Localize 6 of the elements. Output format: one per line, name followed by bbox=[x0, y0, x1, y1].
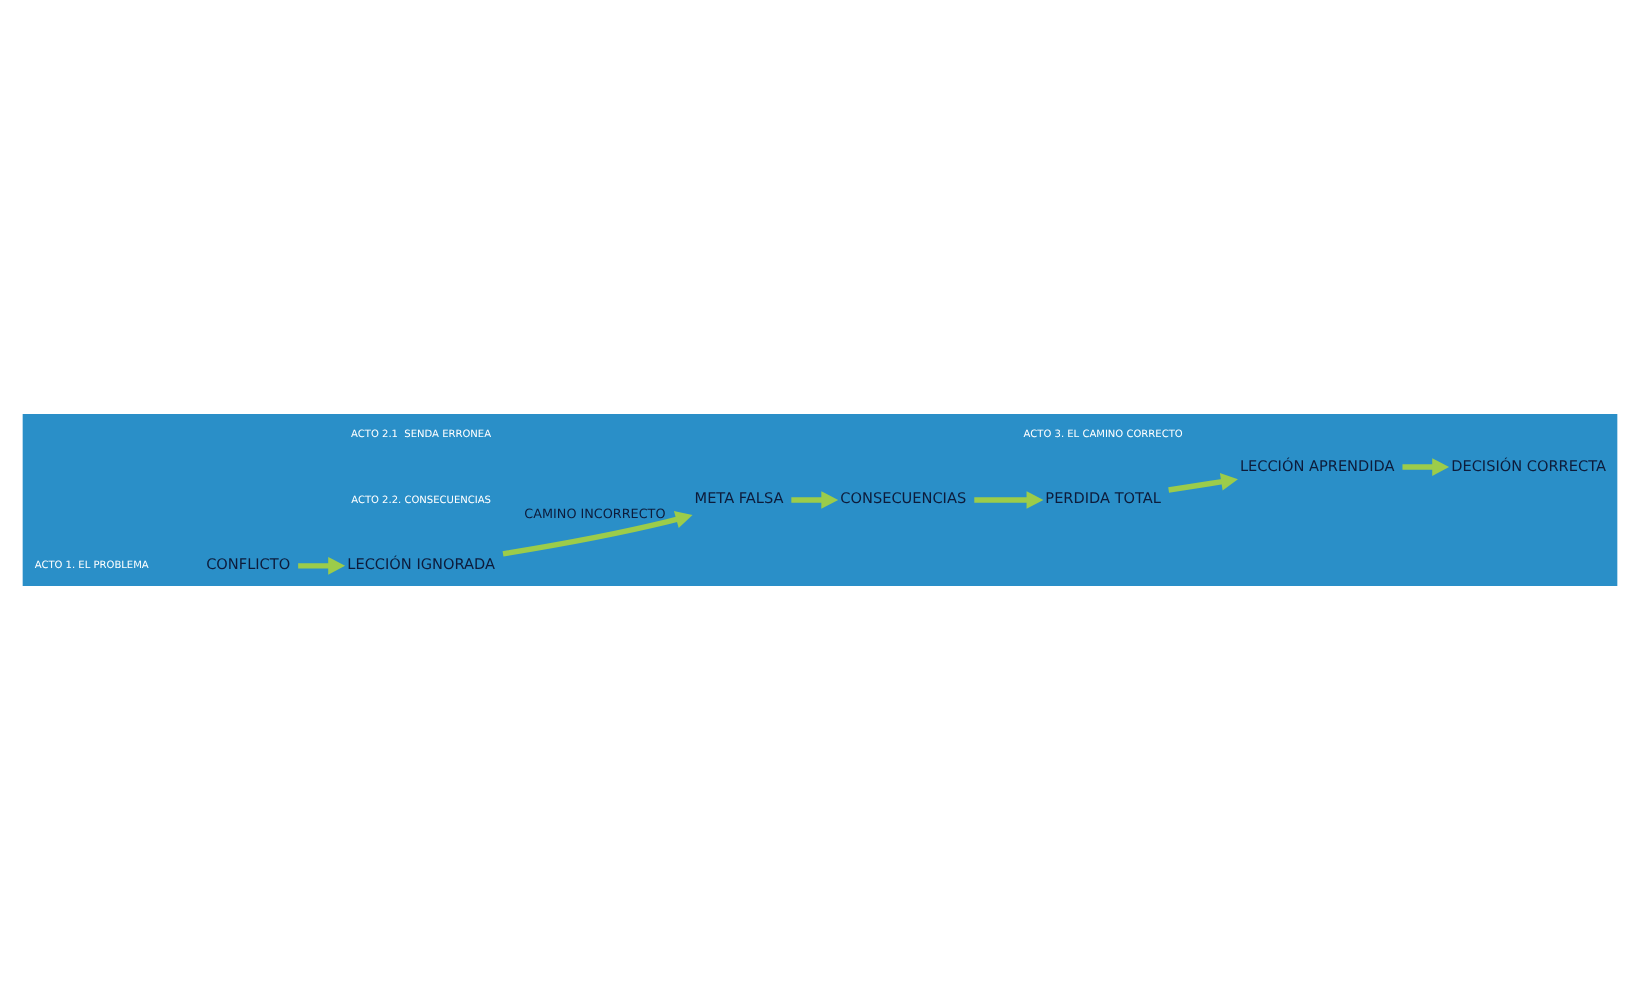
arrow bbox=[1402, 458, 1450, 476]
arrow bbox=[1168, 473, 1238, 493]
arrow bbox=[502, 511, 693, 557]
arrow bbox=[791, 491, 839, 509]
arrow bbox=[298, 557, 346, 575]
arrow bbox=[974, 491, 1044, 509]
